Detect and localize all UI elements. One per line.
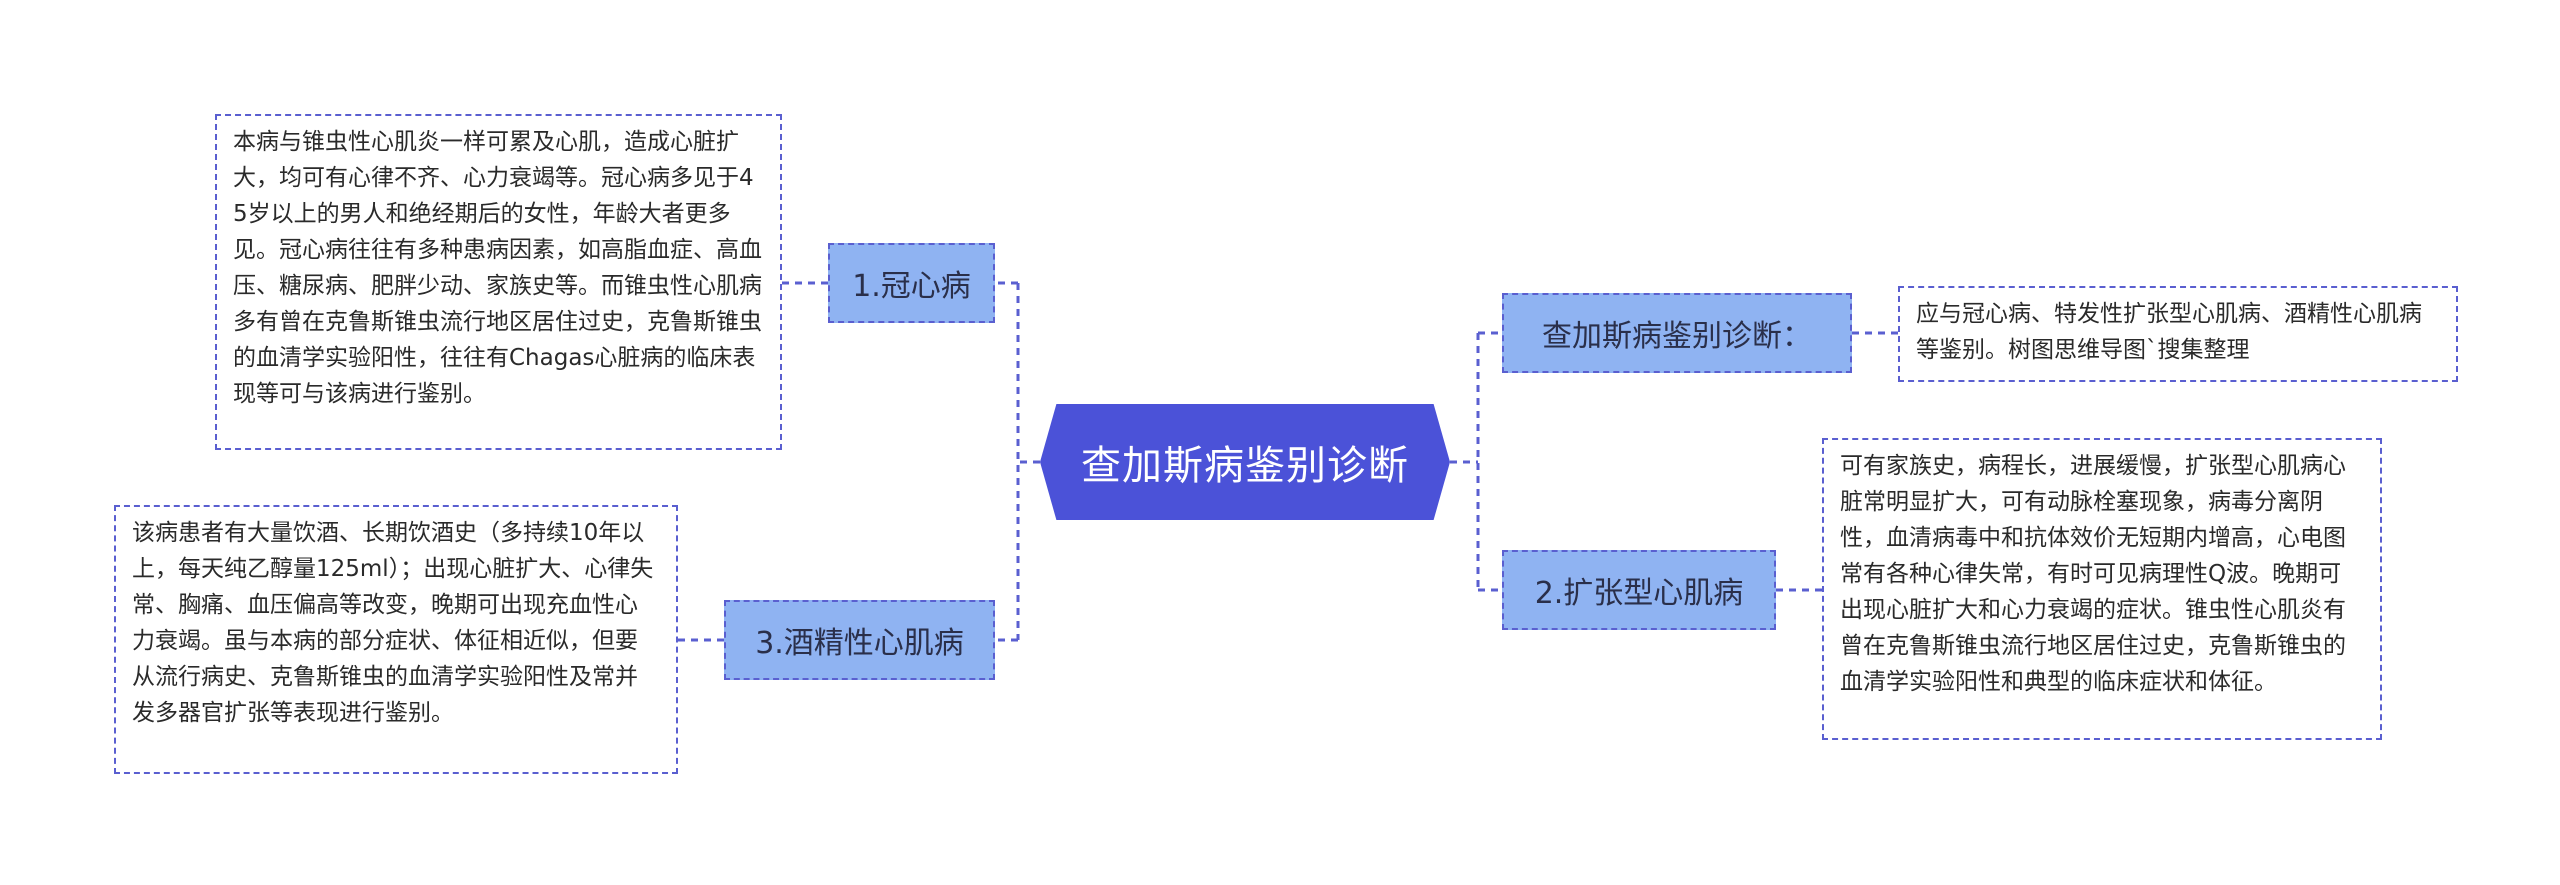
detail-text: 可有家族史，病程长，进展缓慢，扩张型心肌病心脏常明显扩大，可有动脉栓塞现象，病毒… [1840, 453, 2346, 695]
branch-coronary-heart-disease[interactable]: 1.冠心病 [828, 243, 995, 323]
detail-text: 该病患者有大量饮酒、长期饮酒史（多持续10年以上，每天纯乙醇量125ml）；出现… [132, 520, 654, 726]
detail-text: 应与冠心病、特发性扩张型心肌病、酒精性心肌病等鉴别。树图思维导图`搜集整理 [1916, 301, 2422, 363]
branch-dilated-cardiomyopathy[interactable]: 2.扩张型心肌病 [1502, 550, 1776, 630]
detail-coronary-heart-disease[interactable]: 本病与锥虫性心肌炎一样可累及心肌，造成心脏扩大，均可有心律不齐、心力衰竭等。冠心… [215, 114, 782, 450]
branch-label: 查加斯病鉴别诊断： [1542, 319, 1812, 354]
detail-differential-summary[interactable]: 应与冠心病、特发性扩张型心肌病、酒精性心肌病等鉴别。树图思维导图`搜集整理 [1898, 286, 2458, 382]
branch-label: 1.冠心病 [852, 269, 971, 304]
detail-alcoholic-cardiomyopathy[interactable]: 该病患者有大量饮酒、长期饮酒史（多持续10年以上，每天纯乙醇量125ml）；出现… [114, 505, 678, 774]
branch-label: 3.酒精性心肌病 [755, 626, 964, 661]
detail-dilated-cardiomyopathy[interactable]: 可有家族史，病程长，进展缓慢，扩张型心肌病心脏常明显扩大，可有动脉栓塞现象，病毒… [1822, 438, 2382, 740]
detail-text: 本病与锥虫性心肌炎一样可累及心肌，造成心脏扩大，均可有心律不齐、心力衰竭等。冠心… [233, 129, 762, 407]
branch-differential-summary[interactable]: 查加斯病鉴别诊断： [1502, 293, 1852, 373]
branch-alcoholic-cardiomyopathy[interactable]: 3.酒精性心肌病 [724, 600, 995, 680]
root-topic-label: 查加斯病鉴别诊断 [1081, 443, 1409, 489]
root-topic[interactable]: 查加斯病鉴别诊断 [1040, 404, 1450, 520]
branch-label: 2.扩张型心肌病 [1534, 576, 1744, 611]
